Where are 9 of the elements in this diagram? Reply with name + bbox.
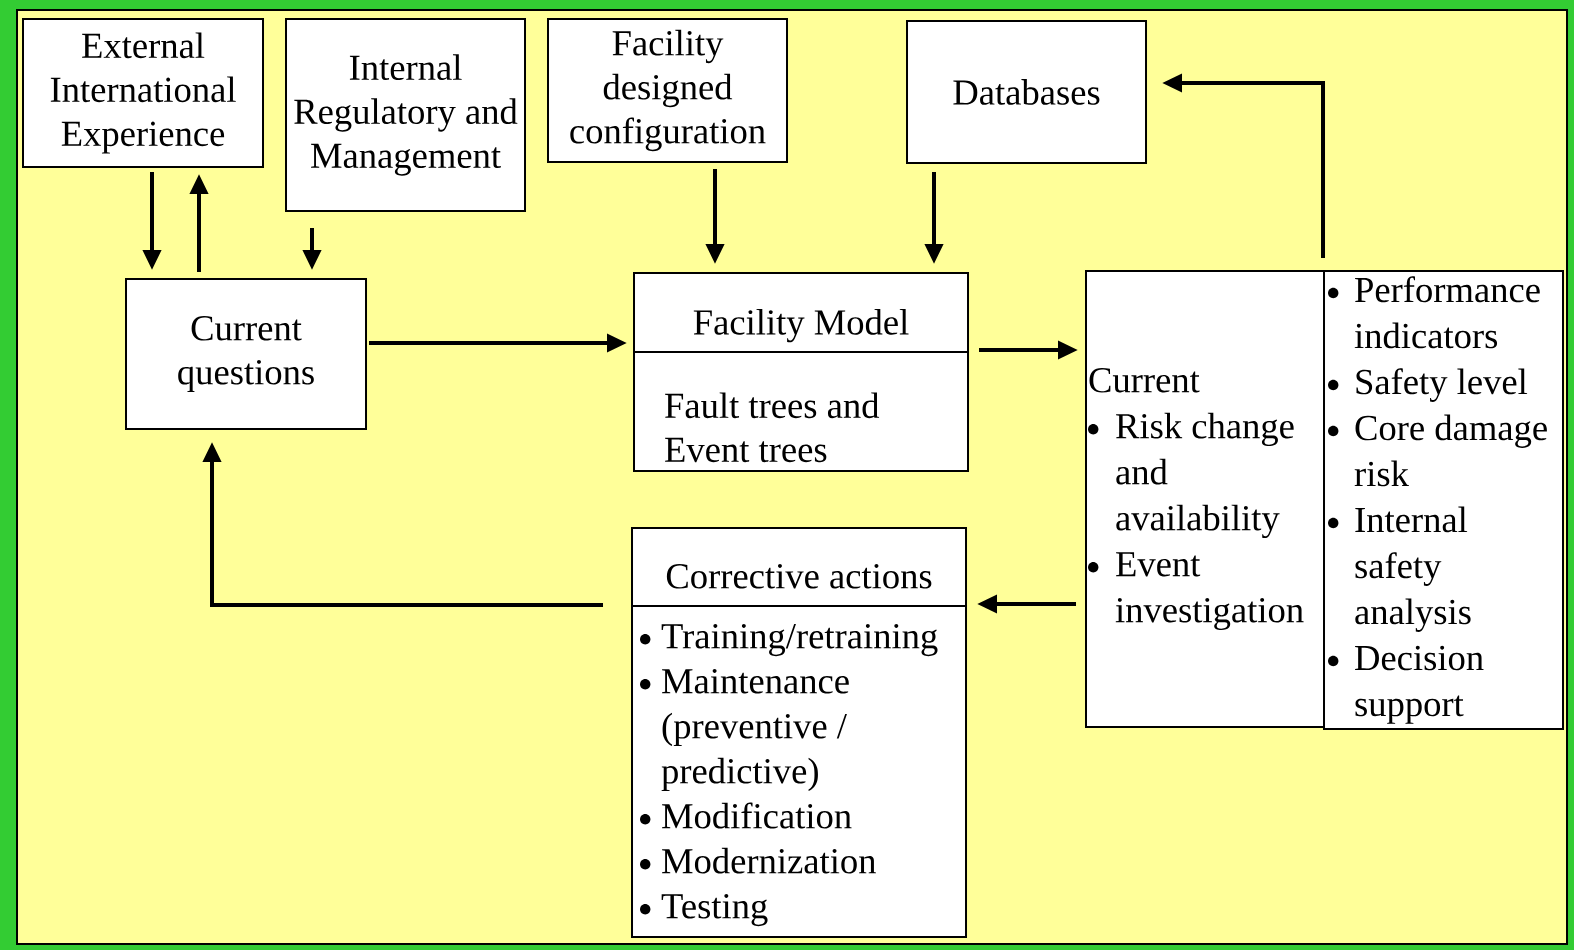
source-box: Facility designed configuration [547,18,788,163]
actions-box: Corrective actions Training/retraining Maintenance (preventive / predictive) Modification Modernization Testing [630,527,968,938]
source-box: External International Experience [22,18,264,168]
database-box: Databases [906,20,1147,164]
output-box: Current Risk change and availability Event investigation [1085,270,1325,728]
output-box: Performance indicators Safety level Core damage risk Internal safety analysis Decision support [1323,270,1564,730]
process-box: Current questions [125,278,367,430]
model-box: Facility Model Fault trees and Event trees [632,272,970,472]
source-box: Internal Regulatory and Management [285,18,526,212]
